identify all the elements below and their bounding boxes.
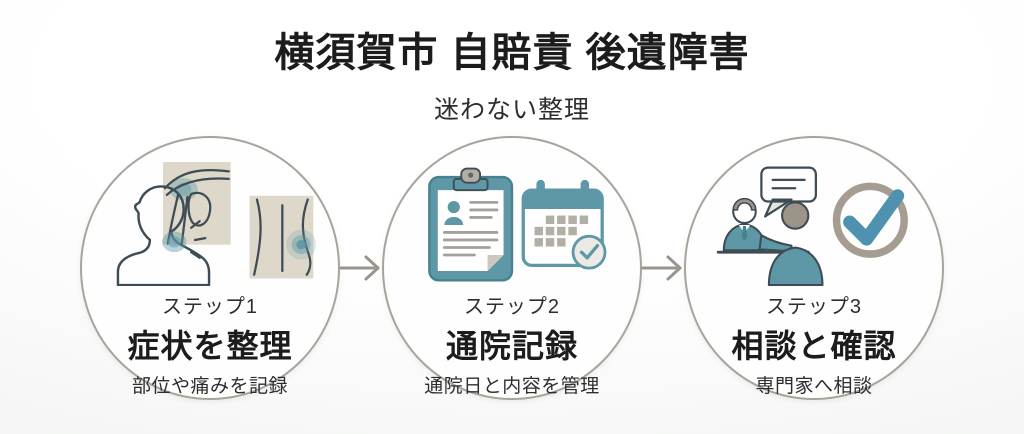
step-3-label: ステップ3 <box>765 296 863 318</box>
clipboard-calendar-icon <box>428 167 607 282</box>
page-title: 横須賀市 自賠責 後遺障害 <box>274 31 750 75</box>
step-1-card: ステップ1 症状を整理 部位や痛みを記録 <box>80 136 340 400</box>
arrow-right-icon <box>641 255 682 281</box>
step-2-label: ステップ2 <box>463 296 561 318</box>
consultation-check-icon <box>716 166 908 286</box>
step-3-card: ステップ3 相談と確認 専門家へ相談 <box>684 136 944 400</box>
step-3-title: 相談と確認 <box>731 328 897 364</box>
step-1-label: ステップ1 <box>161 296 259 318</box>
steps-row: ステップ1 症状を整理 部位や痛みを記録 <box>0 136 1024 400</box>
step-2-description: 通院日と内容を管理 <box>424 376 600 397</box>
step-2-card: ステップ2 通院記録 通院日と内容を管理 <box>382 136 642 400</box>
header: 横須賀市 自賠責 後遺障害 迷わない整理 <box>0 0 1024 126</box>
step-1-description: 部位や痛みを記録 <box>131 376 288 397</box>
step-2-title: 通院記録 <box>445 328 578 364</box>
step-3-description: 専門家へ相談 <box>755 376 873 397</box>
step-1-title: 症状を整理 <box>127 328 293 364</box>
symptom-body-pain-icon <box>116 162 316 286</box>
page-subtitle: 迷わない整理 <box>433 96 590 124</box>
arrow-right-icon <box>339 255 380 281</box>
